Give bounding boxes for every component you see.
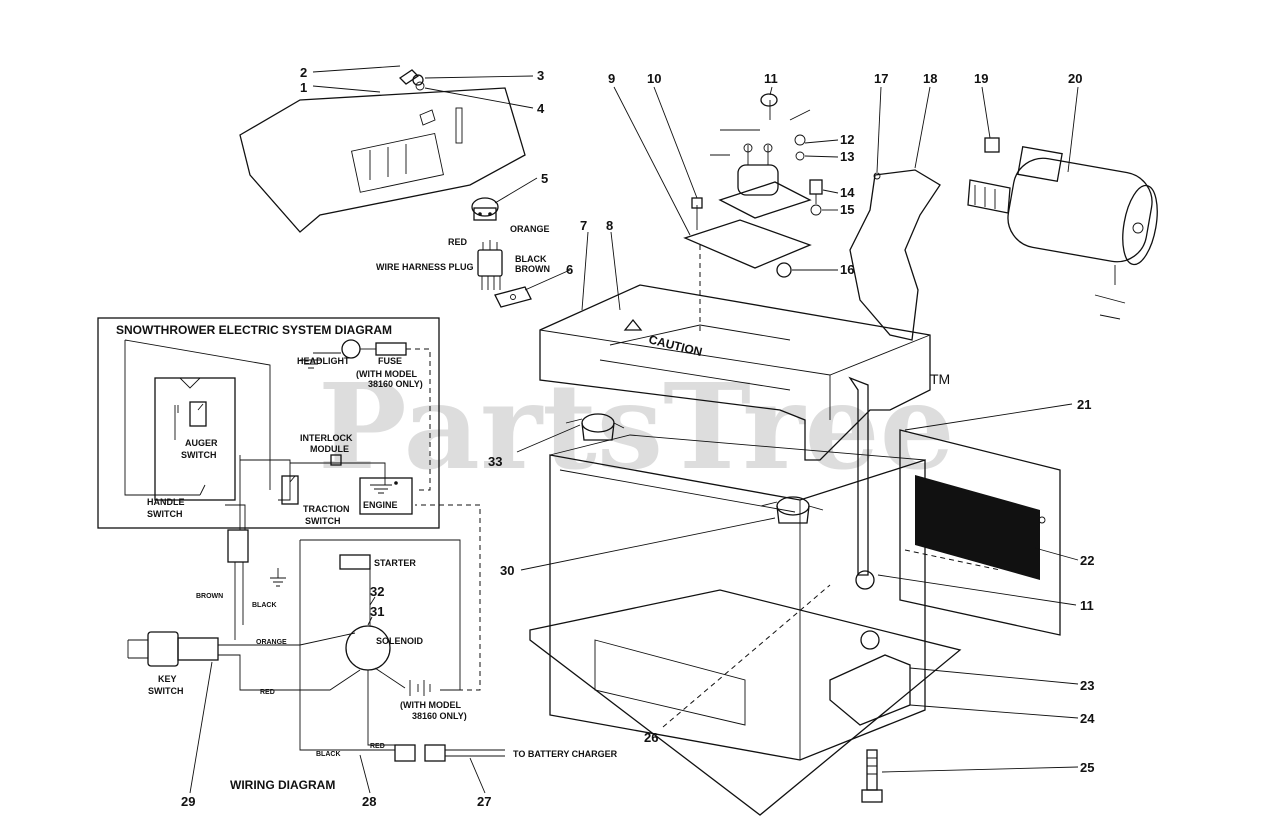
ignition-key [398,69,425,91]
fuse-label: FUSE [378,356,402,366]
key-switch-part-5 [471,197,499,221]
battery [549,434,926,761]
callout-14: 14 [840,185,855,200]
plug-label-orange: ORANGE [510,224,550,234]
wiring-key-label-2: SWITCH [148,686,184,696]
mounting-bracket [849,169,941,341]
callout-9: 9 [608,71,615,86]
watermark-tm: TM [930,371,950,387]
callout-10: 10 [647,71,661,86]
terminal-clamp-30 [760,496,824,524]
callout-28: 28 [362,794,376,809]
wire-label-red: RED [260,689,275,696]
callout-15: 15 [840,202,854,217]
wire-label-red-2: RED [370,743,385,750]
wire-label-black-2: BLACK [316,751,341,758]
callout-leaders-starter [876,86,1079,173]
battery-note-1: (WITH MODEL [400,700,461,710]
handle-label-1: HANDLE [147,497,185,507]
auger-label-1: AUGER [185,438,218,448]
callout-leaders-battery [516,231,1079,773]
callout-33: 33 [488,454,502,469]
battery-cover [539,284,931,461]
callout-12: 12 [840,132,854,147]
plug-label-black: BLACK [515,254,547,264]
fuse-note-2: 38160 ONLY) [368,379,423,389]
bolt-25 [861,749,883,803]
wiring-starter-label: STARTER [374,558,416,568]
callout-leaders-left [312,65,571,291]
callout-26: 26 [644,730,658,745]
charger-label: TO BATTERY CHARGER [513,749,618,759]
callout-2: 2 [300,65,307,80]
battery-note-2: 38160 ONLY) [412,711,467,721]
side-panel-22 [899,429,1061,636]
system-diagram-box [97,317,440,530]
plug-label-brown: BROWN [515,264,550,274]
callout-6: 6 [566,262,573,277]
auger-label-2: SWITCH [181,450,217,460]
callout-leaders-wiring [189,596,486,794]
callout-17: 17 [874,71,888,86]
wiring-diagram-title: WIRING DIAGRAM [230,778,335,792]
headlight-label: HEADLIGHT [297,356,350,366]
wiring-key-label-1: KEY [158,674,177,684]
starter-motor [967,137,1158,320]
callout-22: 22 [1080,553,1094,568]
battery-strap [848,376,875,590]
callout-5: 5 [541,171,548,186]
callout-16: 16 [840,262,854,277]
callout-30: 30 [500,563,514,578]
wiring-diagram [127,504,505,762]
callout-32: 32 [370,584,384,599]
wire-label-brown: BROWN [196,593,223,600]
interlock-label-2: MODULE [310,444,349,454]
terminal-clamp-33 [565,413,625,441]
callout-3: 3 [537,68,544,83]
callout-11-top: 11 [764,71,778,86]
watermark: PartsTree [318,357,955,496]
callout-21: 21 [1077,397,1091,412]
callout-1: 1 [300,80,307,95]
control-panel [239,87,526,233]
callout-29: 29 [181,794,195,809]
system-diagram-title: SNOWTHROWER ELECTRIC SYSTEM DIAGRAM [116,323,392,337]
callout-11-bottom: 11 [1080,598,1094,613]
traction-label-1: TRACTION [303,504,350,514]
wire-label-black: BLACK [252,602,277,609]
callout-20: 20 [1068,71,1082,86]
callout-4: 4 [537,101,545,116]
callout-31: 31 [370,604,384,619]
callout-leaders-solenoid [613,86,839,271]
interlock-label-1: INTERLOCK [300,433,353,443]
plug-label-harness: WIRE HARNESS PLUG [376,262,474,272]
callout-27: 27 [477,794,491,809]
callout-7: 7 [580,218,587,233]
callout-8: 8 [606,218,613,233]
handle-label-2: SWITCH [147,509,183,519]
caution-label: CAUTION [647,332,703,359]
engine-label: ENGINE [363,500,398,510]
solenoid-assembly [683,93,823,335]
callout-18: 18 [923,71,937,86]
callout-24: 24 [1080,711,1095,726]
traction-label-2: SWITCH [305,516,341,526]
wire-harness-plug [477,240,503,290]
fuse-note-1: (WITH MODEL [356,369,417,379]
callout-25: 25 [1080,760,1094,775]
callout-19: 19 [974,71,988,86]
wire-label-orange: ORANGE [256,639,287,646]
callout-13: 13 [840,149,854,164]
clip-part-6 [494,286,532,308]
wiring-solenoid-label: SOLENOID [376,636,424,646]
callout-23: 23 [1080,678,1094,693]
battery-tray [529,589,962,816]
plug-label-red: RED [448,237,468,247]
